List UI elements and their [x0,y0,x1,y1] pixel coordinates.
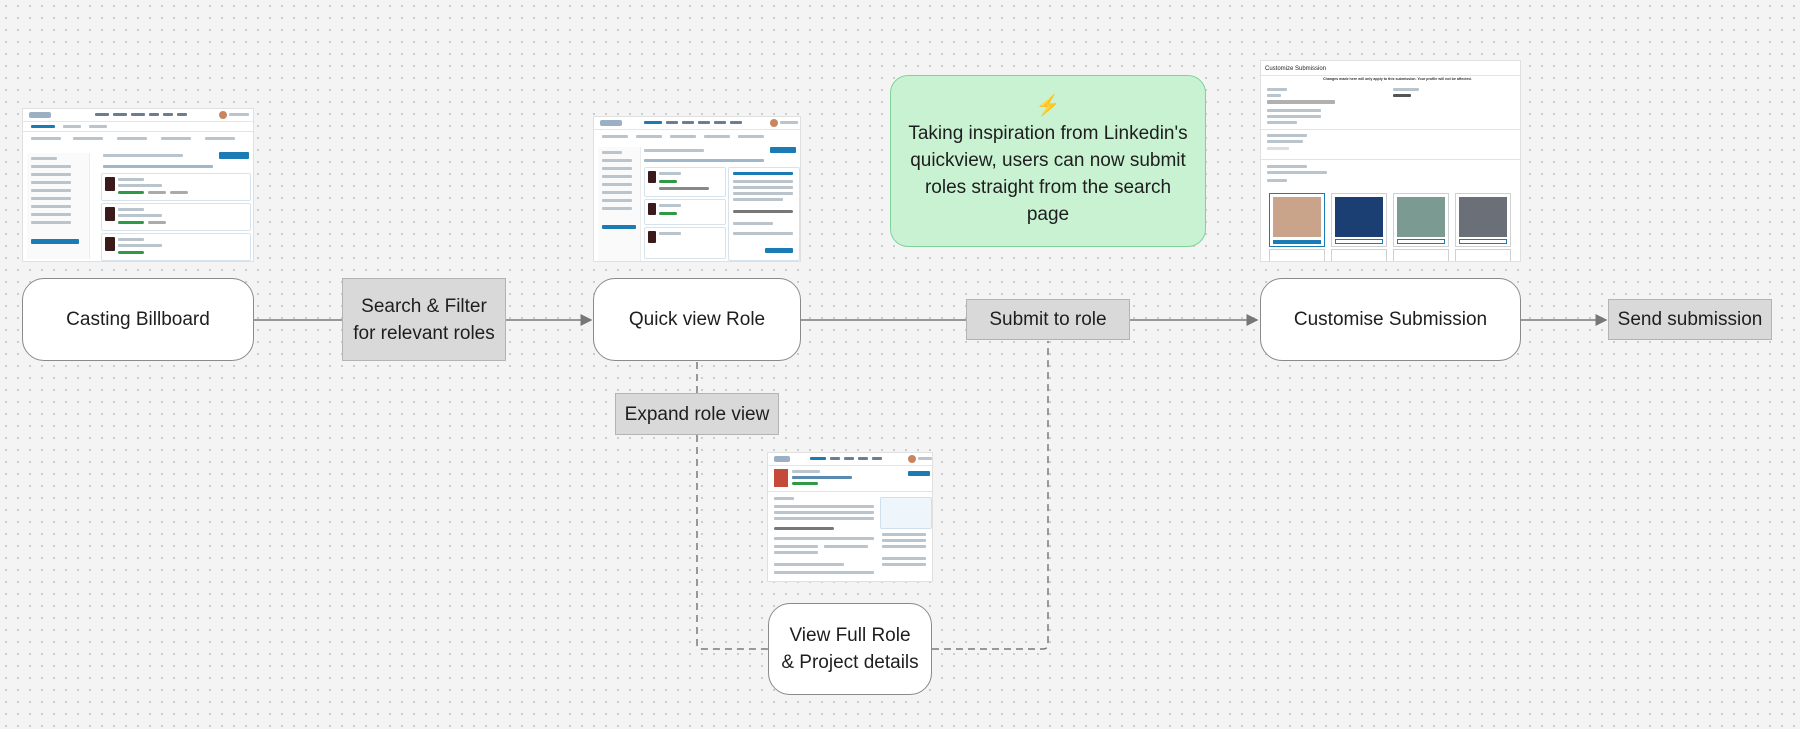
label-search-filter: Search & Filter for relevant roles [342,278,506,361]
label-submit-to-role: Submit to role [966,299,1130,340]
label-submit-to-role-text: Submit to role [989,309,1107,330]
label-expand-role-view: Expand role view [615,393,779,435]
customize-submission-screenshot: Customize Submission Changes made here w… [1260,60,1521,262]
note-text: Taking inspiration from Linkedin's quick… [908,123,1188,225]
node-view-full-role-line1: View Full Role [789,625,911,646]
customize-screen-title: Customize Submission [1265,66,1327,72]
node-customise-submission: Customise Submission [1260,278,1521,361]
label-send-submission-text: Send submission [1617,309,1763,330]
edge-full-role-to-submit [932,341,1049,650]
node-view-full-role: View Full Role & Project details [768,603,932,695]
node-quick-view-role: Quick view Role [593,278,801,361]
node-quick-view-role-label: Quick view Role [628,309,766,330]
linkedin-inspiration-note: ⚡ Taking inspiration from Linkedin's qui… [890,75,1206,247]
customize-screen-notice: Changes made here will only apply to thi… [1323,77,1472,81]
label-search-filter-text: Search & Filter for relevant roles [353,295,495,344]
node-casting-billboard: Casting Billboard [22,278,254,361]
node-view-full-role-line2: & Project details [781,652,919,673]
label-expand-role-view-text: Expand role view [624,403,770,425]
node-casting-billboard-label: Casting Billboard [66,309,210,330]
billboard-screenshot [22,108,254,262]
full-role-screenshot [767,452,933,582]
node-customise-submission-label: Customise Submission [1293,309,1488,330]
lightning-icon: ⚡ [1035,95,1061,117]
quick-view-screenshot [593,116,801,262]
edge-expand-to-full-role [696,435,768,650]
label-send-submission: Send submission [1608,299,1772,340]
